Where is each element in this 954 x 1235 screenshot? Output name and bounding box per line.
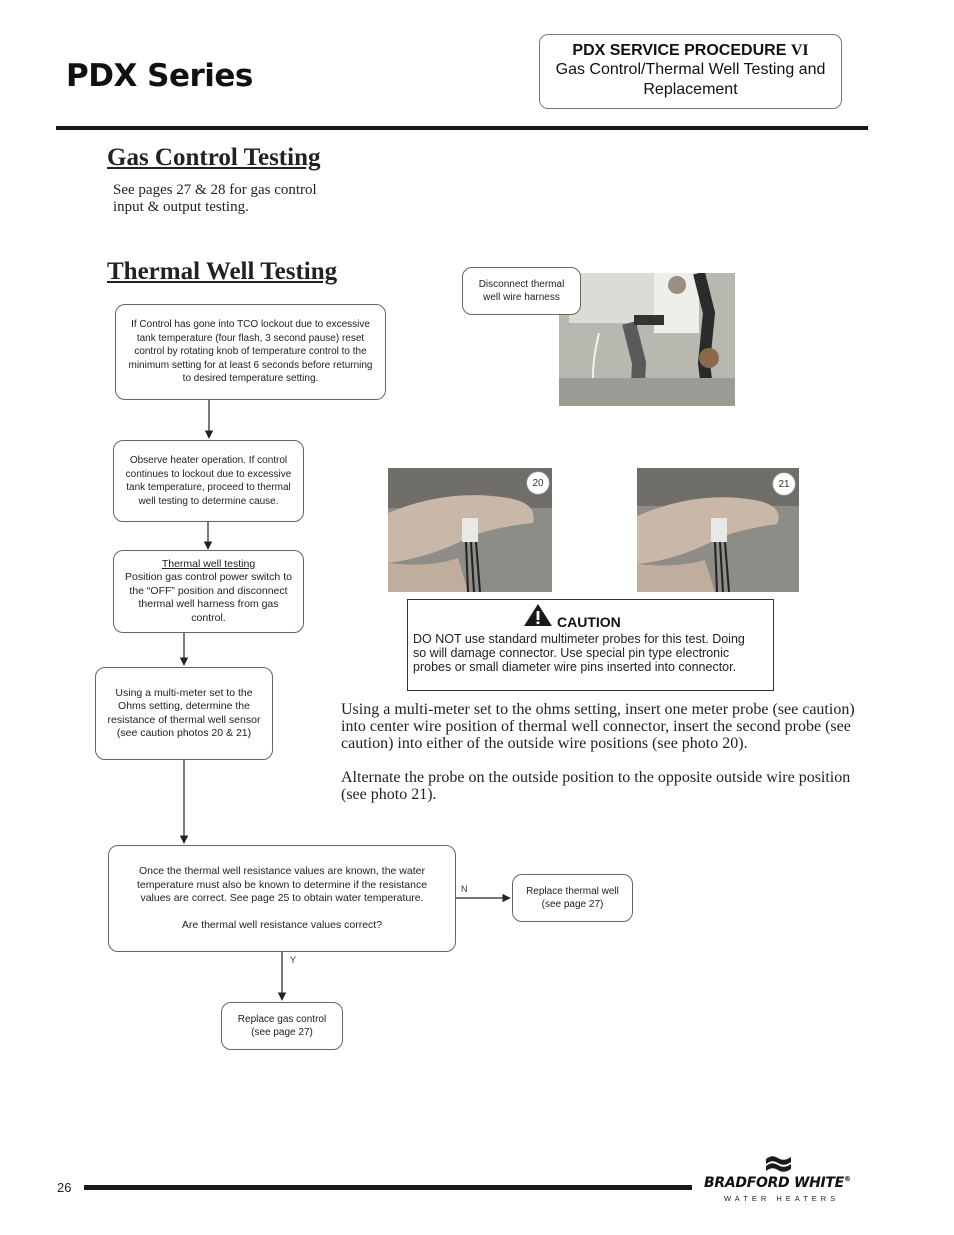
photo-21-number: 21: [772, 472, 796, 496]
instruction-paragraph-2: Alternate the probe on the outside posit…: [341, 769, 861, 803]
photo-callout: Disconnect thermal well wire harness: [462, 267, 581, 315]
flag-logo-icon: [764, 1153, 794, 1175]
flow-decision-resistance: Once the thermal well resistance values …: [108, 845, 456, 952]
brand-registered-mark: ®: [844, 1175, 851, 1183]
caution-text: DO NOT use standard multimeter probes fo…: [413, 632, 745, 674]
caution-title: CAUTION: [557, 614, 621, 630]
brand-subtitle: WATER HEATERS: [724, 1194, 839, 1203]
photo-disconnect-harness: [559, 273, 735, 406]
photo-20-number: 20: [526, 471, 550, 495]
footer-divider: [84, 1185, 692, 1190]
flow-step-observe: Observe heater operation. If control con…: [113, 440, 304, 522]
warning-icon: [523, 603, 553, 632]
flow-step-tco-reset: If Control has gone into TCO lockout due…: [115, 304, 386, 400]
photo-disconnect-harness-image: [559, 273, 735, 406]
warning-triangle-icon: [523, 603, 553, 627]
bradford-white-logo: BRADFORD WHITE® WATER HEATERS: [704, 1153, 864, 1205]
decision-no-label: N: [461, 884, 468, 894]
instruction-paragraph-1: Using a multi-meter set to the ohms sett…: [341, 701, 861, 752]
flow-step-multimeter: Using a multi-meter set to the Ohms sett…: [95, 667, 273, 760]
flow-result-replace-gas-control: Replace gas control (see page 27): [221, 1002, 343, 1050]
flow-result-replace-thermal-well: Replace thermal well (see page 27): [512, 874, 633, 922]
page-number: 26: [57, 1180, 71, 1195]
flow-step-thermal-well-testing: Thermal well testing Position gas contro…: [113, 550, 304, 633]
caution-box: CAUTION DO NOT use standard multimeter p…: [407, 599, 774, 691]
brand-name: BRADFORD WHITE: [704, 1175, 844, 1191]
decision-yes-label: Y: [290, 955, 296, 965]
